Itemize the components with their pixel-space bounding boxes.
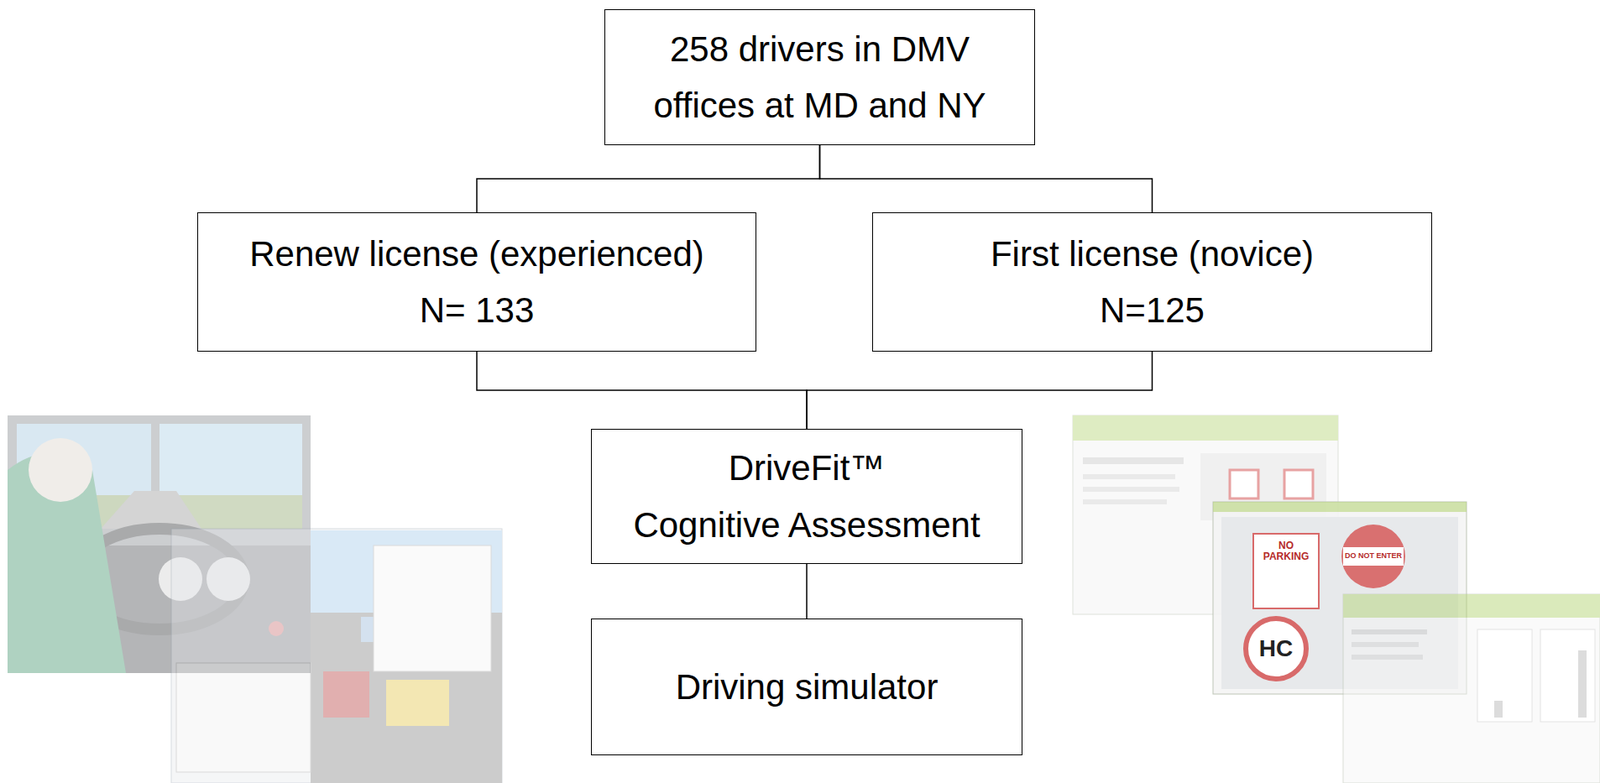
box-text: Driving simulator [675,658,939,716]
process-box: Renew license (experienced)N= 133 [197,212,757,352]
connector-line [476,351,807,429]
box-text: N=125 [1099,282,1205,339]
sign-text: DO NOT ENTER [1343,547,1404,566]
connector-line [476,145,821,213]
results-screenshot [1343,594,1600,783]
box-text: Cognitive Assessment [632,496,980,554]
connector-line [820,145,1153,213]
box-text: 258 drivers in DMV offices at MD and NY [635,20,1005,134]
process-box: Driving simulator [590,618,1023,756]
box-text: First license (novice) [990,225,1314,283]
connector-line [805,564,808,619]
connector-line [806,351,1153,429]
process-box: First license (novice)N=125 [872,212,1433,352]
sign-text: NO PARKING [1254,537,1318,566]
box-text: N= 133 [419,282,535,339]
simulator-screenshot [171,528,502,783]
process-box: DriveFit™Cognitive Assessment [590,428,1023,565]
process-box: 258 drivers in DMV offices at MD and NY [604,9,1036,146]
box-text: DriveFit™ [728,439,886,497]
sign-text: HC [1252,629,1300,669]
box-text: Renew license (experienced) [249,225,705,283]
